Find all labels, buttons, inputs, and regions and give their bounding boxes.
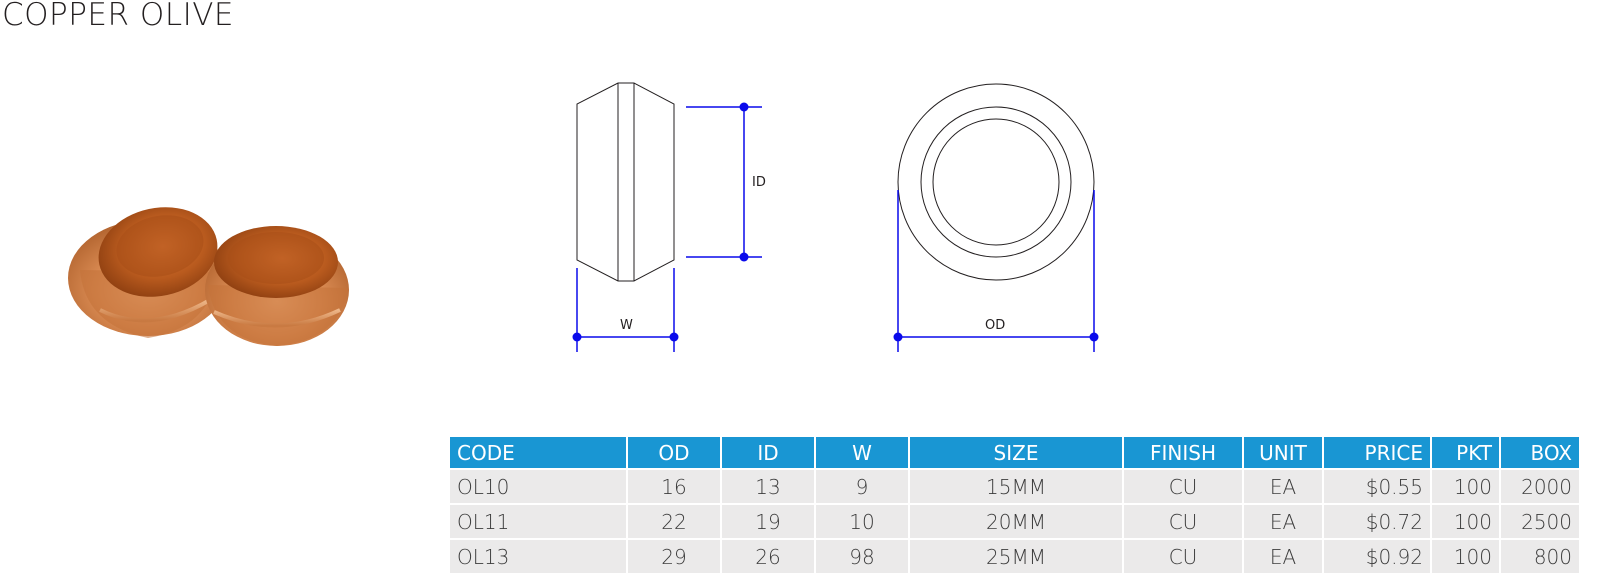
cell-w: 98 (816, 540, 908, 573)
cell-price: $0.55 (1324, 470, 1430, 503)
cell-unit: EA (1244, 505, 1322, 538)
page-title: COPPER OLIVE (2, 0, 235, 33)
column-header-price: PRICE (1324, 437, 1430, 468)
od-dimension-label: OD (985, 318, 1005, 333)
olive-left (68, 207, 228, 338)
cell-w: 9 (816, 470, 908, 503)
table-row: OL10 16 13 9 15MM CU EA $0.55 100 2000 (450, 470, 1579, 503)
cell-price: $0.92 (1324, 540, 1430, 573)
column-header-id: ID (722, 437, 814, 468)
column-header-od: OD (628, 437, 720, 468)
olive-right (205, 226, 349, 346)
cell-finish: CU (1124, 540, 1242, 573)
cell-size: 15MM (910, 470, 1122, 503)
technical-drawing: ID W OD (572, 82, 1099, 352)
cell-pkt: 100 (1432, 470, 1499, 503)
cell-w: 10 (816, 505, 908, 538)
cell-size: 25MM (910, 540, 1122, 573)
spec-table: CODE OD ID W SIZE FINISH UNIT PRICE PKT … (448, 435, 1581, 575)
front-view (897, 83, 1095, 281)
table-row: OL11 22 19 10 20MM CU EA $0.72 100 2500 (450, 505, 1579, 538)
column-header-finish: FINISH (1124, 437, 1242, 468)
column-header-box: BOX (1501, 437, 1579, 468)
column-header-code: CODE (450, 437, 626, 468)
cell-code: OL10 (450, 470, 626, 503)
cell-unit: EA (1244, 540, 1322, 573)
cell-pkt: 100 (1432, 540, 1499, 573)
w-dimension-label: W (620, 318, 633, 333)
cell-size: 20MM (910, 505, 1122, 538)
cell-box: 800 (1501, 540, 1579, 573)
cell-finish: CU (1124, 505, 1242, 538)
table-header-row: CODE OD ID W SIZE FINISH UNIT PRICE PKT … (450, 437, 1579, 468)
cell-od: 16 (628, 470, 720, 503)
column-header-unit: UNIT (1244, 437, 1322, 468)
w-dimension (572, 268, 679, 352)
cell-od: 29 (628, 540, 720, 573)
cell-od: 22 (628, 505, 720, 538)
cell-code: OL13 (450, 540, 626, 573)
cell-id: 26 (722, 540, 814, 573)
cell-pkt: 100 (1432, 505, 1499, 538)
cell-box: 2500 (1501, 505, 1579, 538)
id-dimension-label: ID (752, 175, 766, 190)
side-view (576, 82, 675, 282)
column-header-pkt: PKT (1432, 437, 1499, 468)
cell-id: 19 (722, 505, 814, 538)
id-dimension (686, 102, 762, 262)
cell-unit: EA (1244, 470, 1322, 503)
product-photo (68, 207, 349, 346)
od-dimension (893, 190, 1099, 352)
cell-price: $0.72 (1324, 505, 1430, 538)
cell-box: 2000 (1501, 470, 1579, 503)
column-header-w: W (816, 437, 908, 468)
cell-finish: CU (1124, 470, 1242, 503)
cell-code: OL11 (450, 505, 626, 538)
cell-id: 13 (722, 470, 814, 503)
table-row: OL13 29 26 98 25MM CU EA $0.92 100 800 (450, 540, 1579, 573)
column-header-size: SIZE (910, 437, 1122, 468)
